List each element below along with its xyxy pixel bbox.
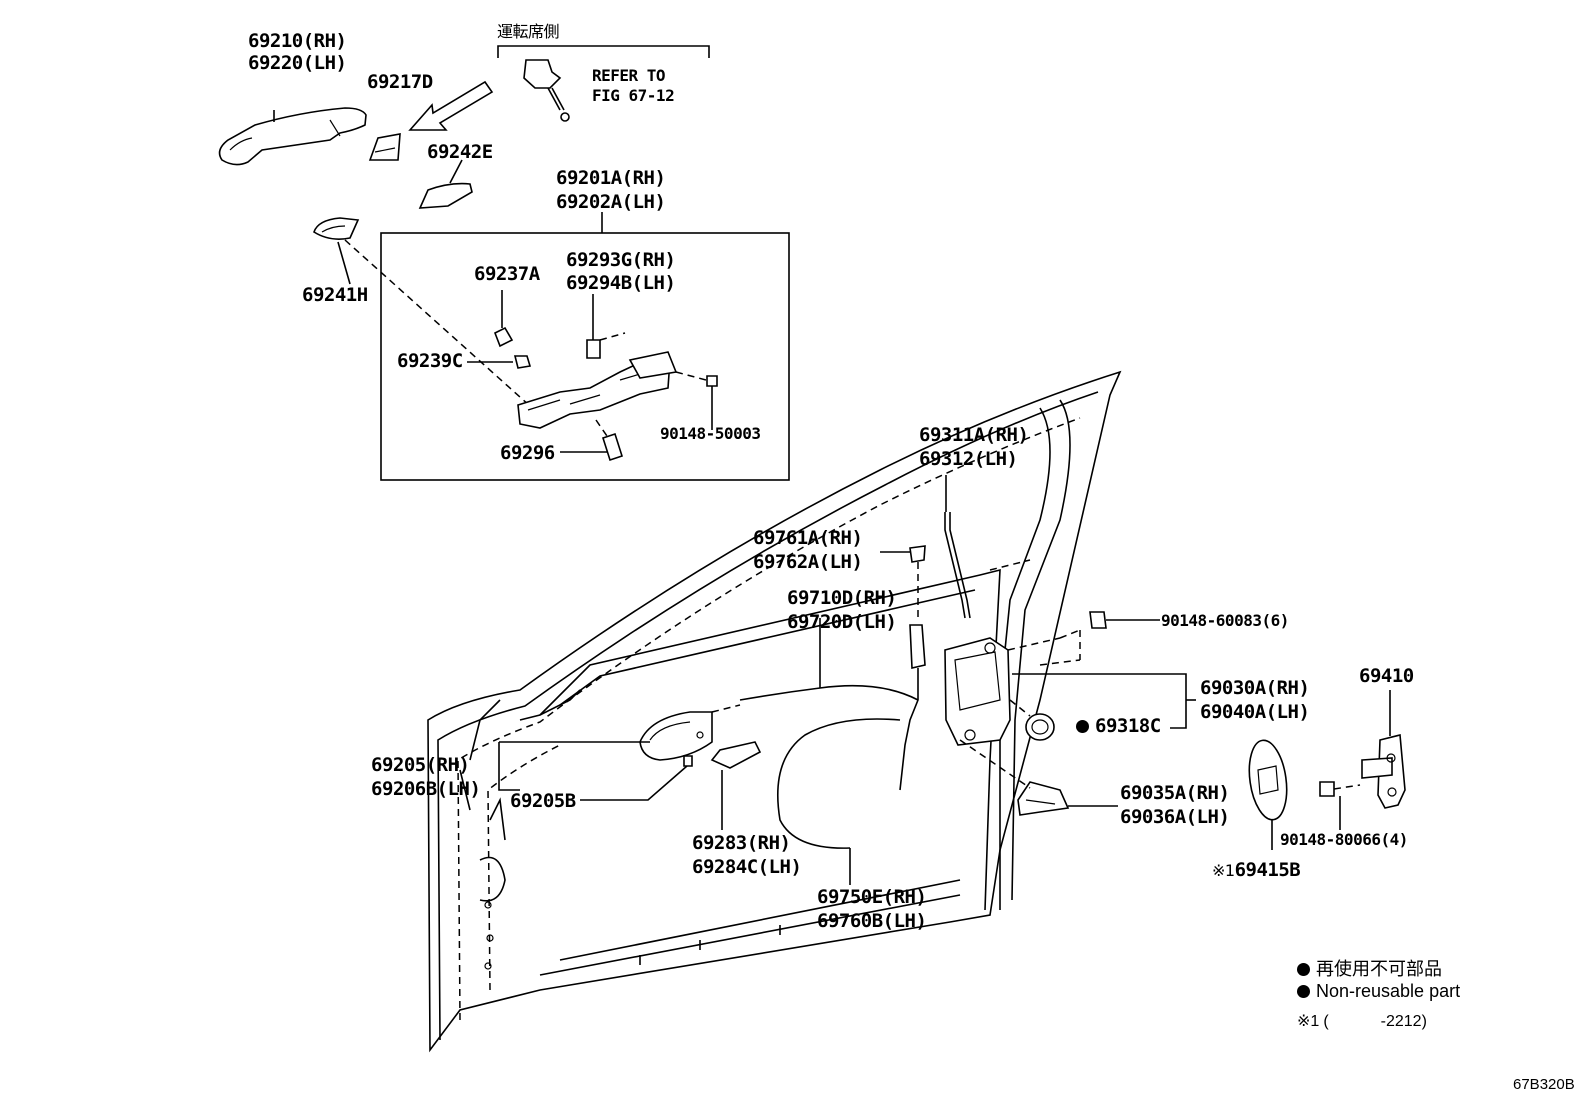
part-69239c: 69239C	[397, 350, 463, 372]
refer-line-2: FIG 67-12	[592, 86, 675, 105]
legend-en: Non-reusable part	[1297, 981, 1460, 1002]
part-69415b-label: 69415B	[1234, 859, 1301, 881]
part-69241h: 69241H	[302, 284, 368, 306]
part-69201a-rh: 69201A(RH)	[556, 167, 666, 189]
figure-code: 67B320B	[1513, 1076, 1575, 1093]
legend-jp: 再使用不可部品	[1297, 955, 1442, 981]
legend-note-code: -2212)	[1380, 1013, 1427, 1030]
part-69205-rh: 69205(RH)	[371, 754, 470, 776]
part-69760b-lh: 69760B(LH)	[817, 910, 927, 932]
part-69761a-rh: 69761A(RH)	[753, 527, 863, 549]
part-69296: 69296	[500, 442, 555, 464]
legend-note-open: (	[1323, 1013, 1329, 1030]
part-69283-rh: 69283(RH)	[692, 832, 791, 854]
part-69410: 69410	[1359, 665, 1414, 687]
part-69318c-label: 69318C	[1095, 715, 1161, 737]
refer-line-1: REFER TO	[592, 66, 666, 85]
part-69284c-lh: 69284C(LH)	[692, 856, 802, 878]
part-69312-lh: 69312(LH)	[919, 448, 1018, 470]
part-69710d-rh: 69710D(RH)	[787, 587, 897, 609]
part-69036a-lh: 69036A(LH)	[1120, 806, 1230, 828]
part-69762a-lh: 69762A(LH)	[753, 551, 863, 573]
legend-note-mark: ※1	[1297, 1013, 1320, 1030]
legend-note: ※1( -2212)	[1297, 1011, 1427, 1031]
part-69242e: 69242E	[427, 141, 493, 163]
part-69720d-lh: 69720D(LH)	[787, 611, 897, 633]
part-69237a: 69237A	[474, 263, 540, 285]
part-69294b-lh: 69294B(LH)	[566, 272, 676, 294]
part-69415b: ※169415B	[1212, 859, 1301, 882]
part-69217d: 69217D	[367, 71, 433, 93]
part-69311a-rh: 69311A(RH)	[919, 424, 1029, 446]
legend-jp-text: 再使用不可部品	[1316, 959, 1442, 979]
part-90148-50003: 90148-50003	[660, 424, 761, 443]
part-69750e-rh: 69750E(RH)	[817, 886, 927, 908]
part-69293g-rh: 69293G(RH)	[566, 249, 676, 271]
part-69040a-lh: 69040A(LH)	[1200, 701, 1310, 723]
part-69220-lh: 69220(LH)	[248, 52, 347, 74]
part-69210-rh: 69210(RH)	[248, 30, 347, 52]
part-90148-80066: 90148-80066(4)	[1280, 830, 1408, 849]
non-reusable-dot-icon	[1076, 720, 1089, 733]
part-90148-60083: 90148-60083(6)	[1161, 611, 1289, 630]
part-69202a-lh: 69202A(LH)	[556, 191, 666, 213]
legend-dot-icon	[1297, 963, 1310, 976]
part-69035a-rh: 69035A(RH)	[1120, 782, 1230, 804]
part-69206b-lh: 69206B(LH)	[371, 778, 481, 800]
part-69205b: 69205B	[510, 790, 576, 812]
note-1-mark: ※1	[1212, 861, 1235, 880]
legend-dot-icon	[1297, 985, 1310, 998]
part-69318c: 69318C	[1076, 715, 1161, 737]
part-69030a-rh: 69030A(RH)	[1200, 677, 1310, 699]
driver-side-note: 運転席側	[497, 22, 560, 41]
legend-en-text: Non-reusable part	[1316, 981, 1461, 1001]
